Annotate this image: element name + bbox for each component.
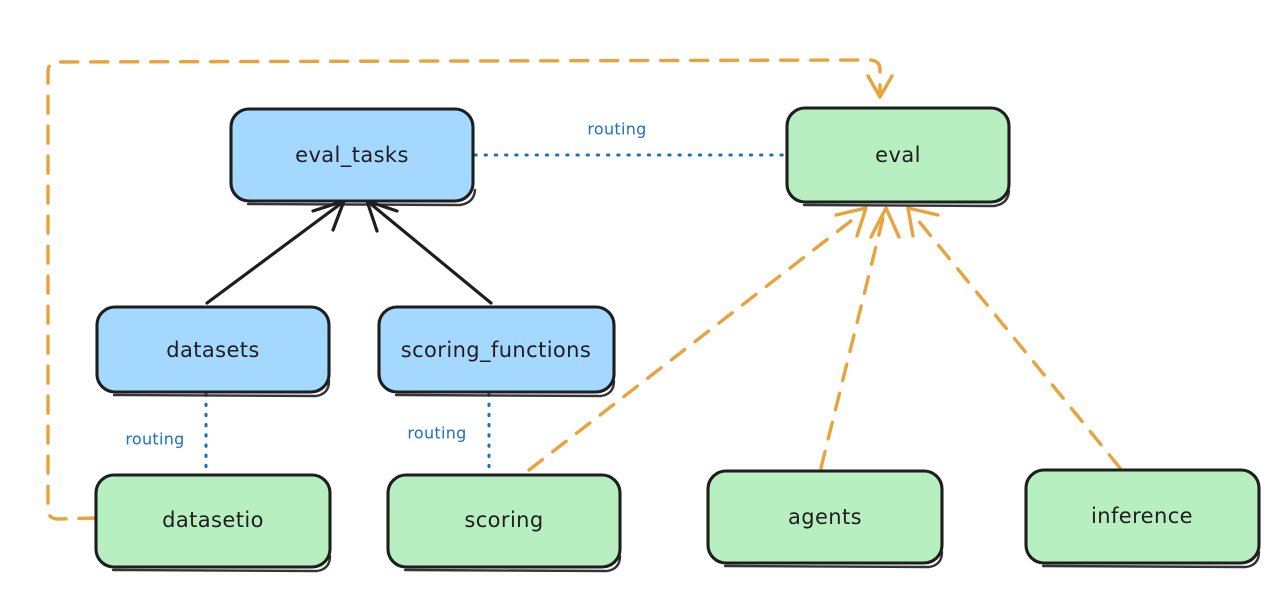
node-datasetio-shadow xyxy=(111,554,332,573)
edge-path-scoring_functions-eval_tasks xyxy=(370,203,493,305)
edge-scoring-to-eval[interactable] xyxy=(527,206,868,472)
node-eval-label: eval xyxy=(875,143,921,167)
node-datasets[interactable]: datasets xyxy=(95,305,331,398)
edge-path-datasets-eval_tasks xyxy=(205,203,341,305)
edge-path-inference-eval xyxy=(911,212,1122,470)
edge-label-routing-eval_tasks-eval: routing xyxy=(587,120,646,139)
edge-path-scoring-eval xyxy=(527,212,862,472)
node-scoring-label: scoring xyxy=(464,508,543,532)
node-agents-box xyxy=(706,469,944,565)
node-eval_tasks[interactable]: eval_tasks xyxy=(229,107,477,207)
node-datasetio-box xyxy=(94,473,332,569)
arrowhead-agents-eval xyxy=(869,206,901,239)
edge-agents-to-eval[interactable] xyxy=(819,206,901,470)
node-datasets-label: datasets xyxy=(166,338,260,362)
node-eval_tasks-box xyxy=(229,107,475,203)
arrowhead-datasetio-eval xyxy=(866,74,894,99)
edge-label-routing-scoringfn-scoring: routing xyxy=(407,424,466,443)
edge-datasets-to-eval_tasks[interactable] xyxy=(205,199,346,305)
node-inference-label: inference xyxy=(1091,504,1193,528)
node-inference[interactable]: inference xyxy=(1024,468,1261,569)
edge-scoring_functions-to-eval_tasks[interactable] xyxy=(365,199,493,305)
node-agents-label: agents xyxy=(788,505,862,529)
node-eval-box xyxy=(785,106,1011,204)
node-datasetio[interactable]: datasetio xyxy=(94,473,332,573)
node-inference-box xyxy=(1024,468,1261,565)
edge-datasetio-to-eval[interactable] xyxy=(46,58,894,521)
edge-path-agents-eval xyxy=(819,212,886,470)
node-scoring-box xyxy=(386,473,622,569)
node-scoring_functions-label: scoring_functions xyxy=(401,338,591,363)
node-scoring_functions-shadow xyxy=(394,379,616,398)
node-scoring_functions-box xyxy=(377,305,616,394)
node-agents[interactable]: agents xyxy=(706,469,944,569)
node-scoring-shadow xyxy=(403,554,622,573)
arrowhead-scoring-eval xyxy=(834,206,868,238)
node-datasets-shadow xyxy=(112,379,331,398)
node-inference-shadow xyxy=(1041,550,1261,569)
edge-path-datasetio-eval xyxy=(46,58,882,521)
node-agents-shadow xyxy=(723,550,944,569)
node-datasetio-label: datasetio xyxy=(162,508,264,532)
edge-inference-to-eval[interactable] xyxy=(906,206,1122,470)
arrowhead-inference-eval xyxy=(906,206,940,238)
edge-label-routing-datasets-datasetio: routing xyxy=(125,430,184,449)
node-eval_tasks-label: eval_tasks xyxy=(295,143,409,168)
node-scoring[interactable]: scoring xyxy=(386,473,622,573)
node-eval_tasks-shadow xyxy=(246,188,477,207)
node-datasets-box xyxy=(95,305,331,394)
node-scoring_functions[interactable]: scoring_functions xyxy=(377,305,616,398)
node-eval-shadow xyxy=(802,189,1011,208)
node-eval[interactable]: eval xyxy=(785,106,1011,208)
